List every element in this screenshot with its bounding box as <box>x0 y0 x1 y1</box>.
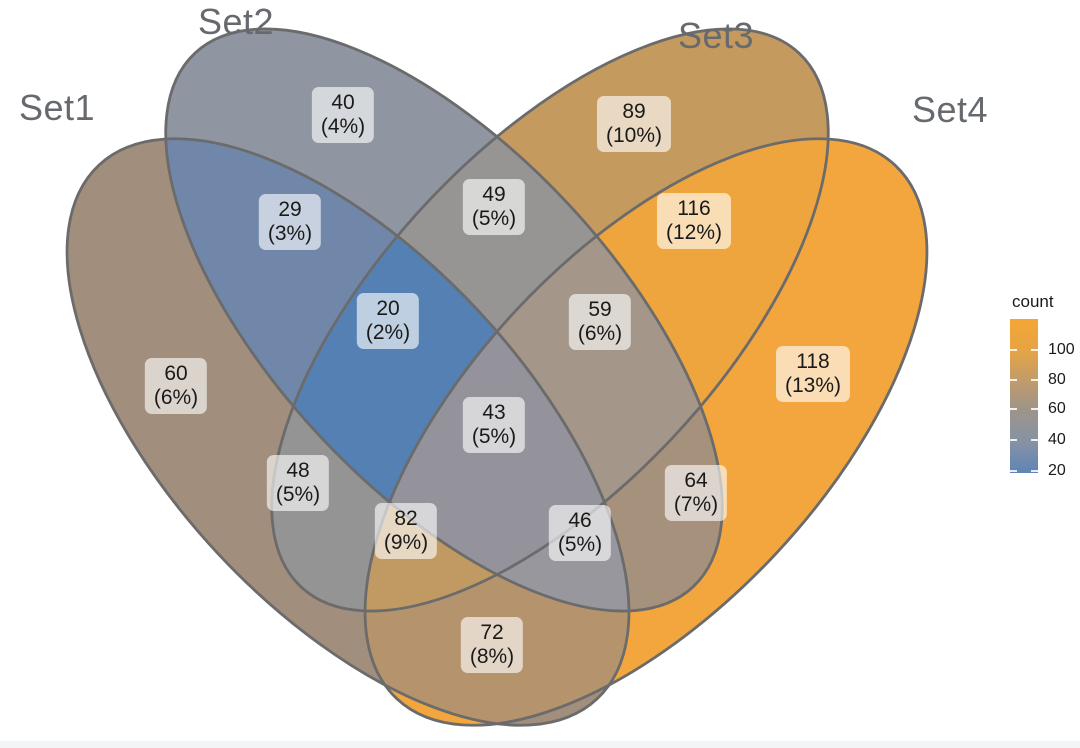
legend-tick-mark <box>1010 408 1017 410</box>
legend-tick-mark <box>1010 379 1017 381</box>
legend-tick-mark <box>1031 439 1038 441</box>
count-value: 46 <box>568 509 592 532</box>
percent-value: (13%) <box>784 374 842 397</box>
percent-value: (10%) <box>605 124 663 147</box>
percent-value: (3%) <box>267 222 313 245</box>
region-label-set1: 60 (6%) <box>144 358 208 414</box>
legend-tick-mark <box>1010 470 1017 472</box>
legend-tick-mark <box>1031 379 1038 381</box>
legend-tick-mark <box>1010 349 1017 351</box>
count-value: 116 <box>677 197 711 220</box>
region-label-set1-set2-set3: 20 (2%) <box>356 293 420 349</box>
percent-value: (7%) <box>673 493 719 516</box>
legend-tick-label: 20 <box>1048 462 1066 479</box>
percent-value: (6%) <box>577 322 623 345</box>
region-label-set4: 118 (13%) <box>775 346 851 402</box>
set-label-set3: Set3 <box>677 15 755 56</box>
legend-tick-mark <box>1031 408 1038 410</box>
region-label-set2: 40 (4%) <box>311 87 375 143</box>
percent-value: (6%) <box>153 386 199 409</box>
percent-value: (5%) <box>471 425 517 448</box>
region-label-set2-set3-set4: 59 (6%) <box>568 294 632 350</box>
region-label-set3: 89 (10%) <box>596 96 672 152</box>
percent-value: (5%) <box>557 533 603 556</box>
count-value: 20 <box>376 297 400 320</box>
region-label-set3-set4: 116 (12%) <box>656 193 732 249</box>
count-value: 60 <box>164 362 188 385</box>
region-label-set1-set4: 72 (8%) <box>460 617 524 673</box>
count-value: 40 <box>331 91 355 114</box>
count-value: 59 <box>588 298 612 321</box>
legend-tick-label: 60 <box>1048 400 1066 417</box>
count-value: 82 <box>394 507 418 530</box>
legend-tick-label: 40 <box>1048 431 1066 448</box>
region-label-all-sets: 43 (5%) <box>462 397 526 453</box>
bottom-margin-strip <box>0 741 1080 748</box>
percent-value: (5%) <box>471 207 517 230</box>
legend-tick-mark <box>1031 470 1038 472</box>
percent-value: (9%) <box>383 531 429 554</box>
legend-tick-mark <box>1031 349 1038 351</box>
percent-value: (12%) <box>665 221 723 244</box>
percent-value: (8%) <box>469 645 515 668</box>
legend-gradient-bar <box>1010 319 1038 473</box>
region-label-set2-set4: 64 (7%) <box>664 465 728 521</box>
percent-value: (2%) <box>365 321 411 344</box>
legend-tick-mark <box>1010 439 1017 441</box>
region-label-set1-set3: 48 (5%) <box>266 455 330 511</box>
set-label-set4: Set4 <box>911 89 989 130</box>
region-label-set1-set2: 29 (3%) <box>258 194 322 250</box>
region-label-set1-set3-set4: 82 (9%) <box>374 503 438 559</box>
region-label-set1-set2-set4: 46 (5%) <box>548 505 612 561</box>
legend-tick-label: 100 <box>1048 341 1075 358</box>
count-value: 48 <box>286 459 310 482</box>
count-value: 29 <box>278 198 302 221</box>
count-value: 72 <box>480 621 504 644</box>
region-label-set2-set3: 49 (5%) <box>462 179 526 235</box>
legend-title: count <box>1012 292 1054 311</box>
percent-value: (5%) <box>275 483 321 506</box>
set-label-set1: Set1 <box>18 87 96 128</box>
percent-value: (4%) <box>320 115 366 138</box>
set-label-set2: Set2 <box>197 1 275 42</box>
count-value: 118 <box>796 350 830 373</box>
count-value: 89 <box>622 100 646 123</box>
count-value: 43 <box>482 401 506 424</box>
count-value: 64 <box>684 469 708 492</box>
count-value: 49 <box>482 183 506 206</box>
legend-tick-label: 80 <box>1048 371 1066 388</box>
